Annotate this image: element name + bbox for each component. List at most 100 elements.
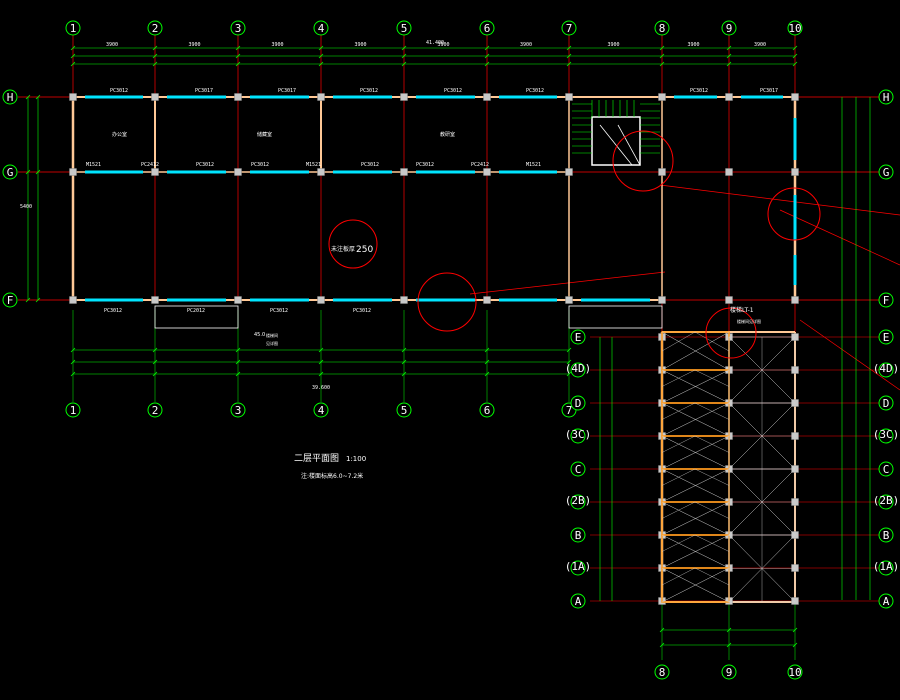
leader-line xyxy=(799,319,900,391)
stair-label: 楼梯LT-1 xyxy=(730,306,754,314)
axis-bubble-bottom: 7 xyxy=(566,404,573,417)
dimension-tick xyxy=(235,371,241,377)
dimension-tick xyxy=(70,45,76,51)
dimension-tick xyxy=(35,169,41,175)
column xyxy=(483,168,491,176)
column xyxy=(658,296,666,304)
truss-diagonal xyxy=(694,567,730,586)
column xyxy=(234,93,242,101)
axis-bubble-top-circle xyxy=(787,20,803,36)
axis-bubble-bottom: 5 xyxy=(401,404,408,417)
axis-bubble-bottom-circle xyxy=(65,402,81,418)
dimension-tick xyxy=(566,61,572,67)
axis-bubble-top-circle xyxy=(561,20,577,36)
stair-block xyxy=(572,100,660,166)
dimension-tick xyxy=(401,359,407,365)
drawing-scale: 1:100 xyxy=(346,455,366,463)
dimension-tick xyxy=(726,642,732,648)
stamp-line2: 见详图 xyxy=(266,340,278,346)
slab-note: 未注板厚 xyxy=(331,245,355,253)
axis-bubble-top: 5 xyxy=(401,22,408,35)
revision-clouds xyxy=(328,130,821,359)
column xyxy=(317,93,325,101)
dimension-tick xyxy=(726,61,732,67)
dimension-tick xyxy=(152,359,158,365)
dimension-tick xyxy=(35,297,41,303)
axis-bubble-right: D xyxy=(883,397,890,410)
leader-line xyxy=(469,271,666,295)
column xyxy=(658,93,666,101)
dimension-tick xyxy=(401,45,407,51)
axis-bubble-top: 9 xyxy=(726,22,733,35)
axis-bubble-left: H xyxy=(7,91,14,104)
axis-bubble-bottom-circle xyxy=(721,664,737,680)
slab-thickness: 250 xyxy=(356,245,373,255)
axis-bubble-right: H xyxy=(883,91,890,104)
axis-bubble-right: (3C) xyxy=(873,428,900,441)
truss-diagonal xyxy=(661,402,696,420)
door-label: PC2412 xyxy=(471,162,489,168)
dimension-tick xyxy=(659,45,665,51)
window-label: PC3012 xyxy=(690,88,708,94)
axis-bubble-right-circle xyxy=(878,362,894,378)
truss-diagonal xyxy=(661,402,730,437)
dimension-tick xyxy=(152,371,158,377)
dimension-tick xyxy=(152,347,158,353)
truss-diagonal xyxy=(661,468,730,503)
window-label: PC3012 xyxy=(526,88,544,94)
dimension-tick xyxy=(70,371,76,377)
axis-bubble-top-circle xyxy=(396,20,412,36)
column xyxy=(69,93,77,101)
truss-diagonal xyxy=(661,501,696,519)
axis-bubble-top: 4 xyxy=(318,22,325,35)
axis-bubble-bottom: 6 xyxy=(484,404,491,417)
axis-bubble-top: 10 xyxy=(788,22,801,35)
axis-bubble-left-circle xyxy=(570,494,586,510)
truss-diagonal xyxy=(661,331,696,352)
axis-bubble-top-circle xyxy=(654,20,670,36)
column xyxy=(400,93,408,101)
dimension-tick xyxy=(484,53,490,59)
axis-bubble-top: 8 xyxy=(659,22,666,35)
axis-bubble-bottom: 8 xyxy=(659,666,666,679)
axis-bubble-right: (4D) xyxy=(873,362,900,375)
dimension-tick xyxy=(235,347,241,353)
axis-bubble-right-circle xyxy=(878,292,894,308)
truss-diagonal xyxy=(661,435,730,470)
axis-bubble-right-circle xyxy=(878,89,894,105)
overall-dim-bottom: 39.600 xyxy=(312,385,330,391)
dimension-tick xyxy=(401,53,407,59)
dimension-tick xyxy=(401,347,407,353)
drawing-note: 注:楼面标高6.0~7.2米 xyxy=(301,472,363,480)
axis-bubble-bottom-circle xyxy=(147,402,163,418)
dimension-tick xyxy=(566,347,572,353)
axis-bubble-left: (2B) xyxy=(565,494,592,507)
dimension-tick xyxy=(152,53,158,59)
window-label: PC3012 xyxy=(104,308,122,314)
axis-bubble-right: (2B) xyxy=(873,494,900,507)
axis-bubble-left-circle xyxy=(570,362,586,378)
column xyxy=(565,296,573,304)
leader-line xyxy=(659,184,900,216)
bay-dim-label: 3900 xyxy=(355,42,367,48)
door-label: PC3012 xyxy=(361,162,379,168)
axis-bubble-left-circle xyxy=(570,593,586,609)
dimension-tick xyxy=(484,61,490,67)
dimension-tick xyxy=(401,61,407,67)
axis-bubble-left-circle xyxy=(570,461,586,477)
dimension-tick xyxy=(70,61,76,67)
truss-diagonal xyxy=(661,567,730,603)
grid-lines xyxy=(18,28,900,660)
dimension-tick xyxy=(235,61,241,67)
column xyxy=(400,168,408,176)
dimension-tick xyxy=(25,297,31,303)
column xyxy=(791,168,799,176)
revision-cloud xyxy=(417,272,477,332)
dimension-tick xyxy=(25,94,31,100)
window-label: PC3012 xyxy=(360,88,378,94)
balcony xyxy=(154,305,239,329)
dimension-tick xyxy=(235,359,241,365)
dimension-tick xyxy=(792,45,798,51)
dimension-tick xyxy=(318,45,324,51)
